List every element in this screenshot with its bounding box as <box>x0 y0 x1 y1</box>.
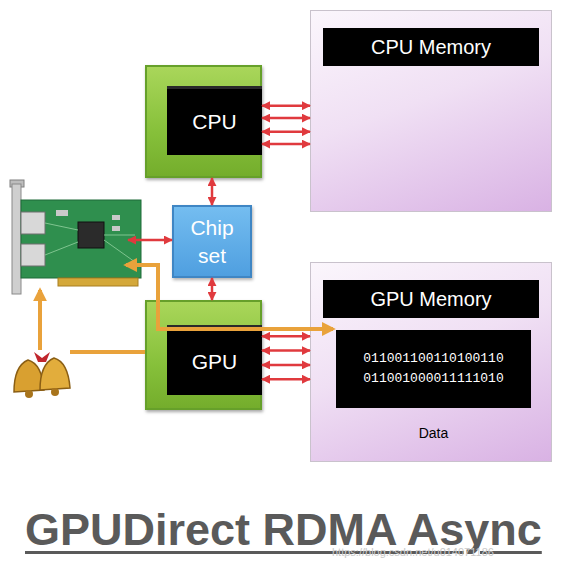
bus-arrow <box>262 349 310 352</box>
bell-shape <box>40 358 70 390</box>
bell-bow <box>34 352 50 362</box>
memory-header: GPU Memory <box>323 280 539 318</box>
card-component <box>112 215 120 220</box>
processor-box: GPU <box>145 300 262 410</box>
chipset-box: Chip set <box>172 205 252 278</box>
bus-arrow <box>262 143 310 146</box>
bus-arrow <box>262 364 310 367</box>
trigger-line <box>70 350 145 354</box>
data-caption: Data <box>336 422 531 444</box>
card-connector <box>58 278 138 286</box>
bell-clapper <box>51 388 59 396</box>
memory-region: GPU Memory 011001100110100110 01100100001… <box>310 262 552 462</box>
processor-label: CPU <box>167 86 262 155</box>
card-trace <box>45 223 135 262</box>
card-bracket <box>10 180 24 187</box>
trigger-arrow <box>38 290 42 350</box>
bus-arrow <box>262 335 310 338</box>
bus-arrow <box>262 378 310 381</box>
card-component <box>56 210 68 216</box>
bell-clapper <box>25 390 33 398</box>
card-board <box>21 200 141 278</box>
card-bracket <box>12 184 21 294</box>
connector-layer <box>212 106 310 380</box>
processor-label: GPU <box>167 325 262 395</box>
card-chip <box>78 222 104 248</box>
data-block: 011001100110100110 011001000011111010Dat… <box>336 330 531 408</box>
binary-data: 011001100110100110 011001000011111010 <box>336 330 531 408</box>
bus-arrow <box>211 278 214 300</box>
network-card <box>10 180 141 294</box>
processor-box: CPU <box>145 65 262 178</box>
bus-arrow <box>262 130 310 133</box>
doorbell-icon <box>14 352 70 398</box>
watermark: https://blog.csdn.net/u014071186 <box>332 546 494 558</box>
bus-arrow <box>128 239 172 242</box>
card-port <box>21 212 45 234</box>
chipset-label: Chip set <box>174 207 250 276</box>
card-component <box>112 226 120 231</box>
bus-arrow <box>211 178 214 205</box>
memory-header: CPU Memory <box>323 28 539 66</box>
bell-shape <box>14 360 44 392</box>
rdma-path <box>126 265 333 329</box>
bus-arrow <box>262 104 310 107</box>
card-port <box>21 244 45 266</box>
bus-arrow <box>262 117 310 120</box>
memory-region: CPU Memory <box>310 10 552 212</box>
